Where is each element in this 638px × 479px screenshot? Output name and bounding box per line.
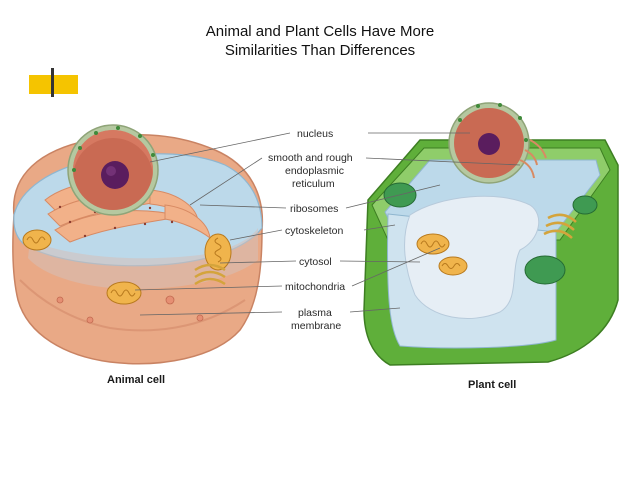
plant-nucleus	[448, 102, 530, 184]
label-nucleus: nucleus	[297, 128, 333, 140]
label-cytosol: cytosol	[299, 256, 332, 268]
accent-bar-divider	[51, 68, 54, 97]
animal-golgi	[194, 263, 226, 286]
label-ribosomes: ribosomes	[290, 203, 338, 215]
animal-vesicles	[56, 295, 204, 324]
animal-nucleus	[67, 124, 159, 216]
leader-ribosomes	[199, 184, 441, 209]
leader-cytosol	[219, 260, 421, 264]
leader-er	[189, 157, 521, 206]
diagram-labels: nucleus smooth and rough endoplasmic ret…	[107, 128, 516, 391]
leader-lines	[134, 132, 521, 316]
label-plasma-line-1: plasma	[298, 307, 332, 319]
label-er-line-2: endoplasmic	[285, 165, 344, 177]
animal-mitochondria	[22, 229, 232, 305]
animal-membrane-texture	[19, 279, 246, 332]
accent-bar-right	[54, 75, 78, 94]
label-cytoskeleton: cytoskeleton	[285, 225, 344, 237]
slide-title: Animal and Plant Cells Have More Similar…	[150, 22, 490, 60]
animal-cell	[12, 124, 264, 365]
caption-animal-cell: Animal cell	[107, 374, 165, 386]
slide-title-line-2: Similarities Than Differences	[224, 42, 416, 59]
label-mitochondria: mitochondria	[285, 281, 345, 293]
leader-nucleus	[149, 132, 470, 163]
plant-nuclear-pores	[458, 103, 528, 142]
accent-bar-left	[29, 75, 51, 94]
label-er-line-1: smooth and rough	[268, 152, 353, 164]
plant-golgi	[543, 213, 577, 239]
plant-rough-er	[519, 139, 547, 179]
plant-mitochondria	[416, 233, 468, 276]
label-er-line-3: reticulum	[292, 178, 335, 190]
plant-central-vacuole	[404, 195, 540, 319]
slide-title-line-1: Animal and Plant Cells Have More	[205, 23, 435, 40]
leader-mitochondria	[134, 247, 441, 291]
leader-plasma-membrane	[139, 307, 401, 316]
label-plasma-line-2: membrane	[291, 320, 341, 332]
leader-cytoskeleton	[229, 224, 396, 241]
plant-cell	[363, 102, 619, 366]
animal-nuclear-pores	[72, 126, 155, 172]
caption-plant-cell: Plant cell	[468, 379, 516, 391]
